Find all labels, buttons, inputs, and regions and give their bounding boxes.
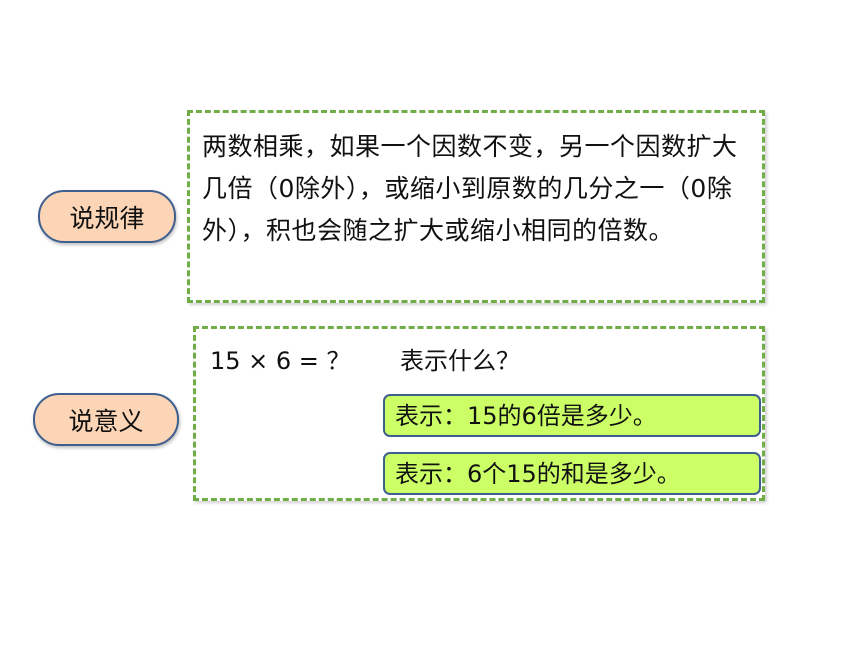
rule-label: 说规律 bbox=[69, 203, 145, 233]
answer-box-1[interactable]: 表示：15的6倍是多少。 bbox=[383, 394, 761, 437]
answer-box-2[interactable]: 表示：6个15的和是多少。 bbox=[383, 452, 761, 495]
meaning-label: 说意义 bbox=[68, 406, 144, 436]
meaning-question: 表示什么？ bbox=[400, 347, 520, 375]
multiplication-expression: 15 × 6 = ？ bbox=[210, 347, 351, 375]
rule-box: 两数相乘，如果一个因数不变，另一个因数扩大几倍（0除外），或缩小到原数的几分之一… bbox=[187, 110, 765, 303]
rule-text: 两数相乘，如果一个因数不变，另一个因数扩大几倍（0除外），或缩小到原数的几分之一… bbox=[202, 132, 738, 245]
answer-text-1: 表示：15的6倍是多少。 bbox=[395, 401, 657, 430]
meaning-box: 15 × 6 = ？ 表示什么？ 表示：15的6倍是多少。 表示：6个15的和是… bbox=[193, 326, 765, 501]
meaning-label-pill[interactable]: 说意义 bbox=[33, 393, 179, 446]
rule-label-pill[interactable]: 说规律 bbox=[38, 190, 176, 243]
answer-text-2: 表示：6个15的和是多少。 bbox=[395, 459, 681, 488]
